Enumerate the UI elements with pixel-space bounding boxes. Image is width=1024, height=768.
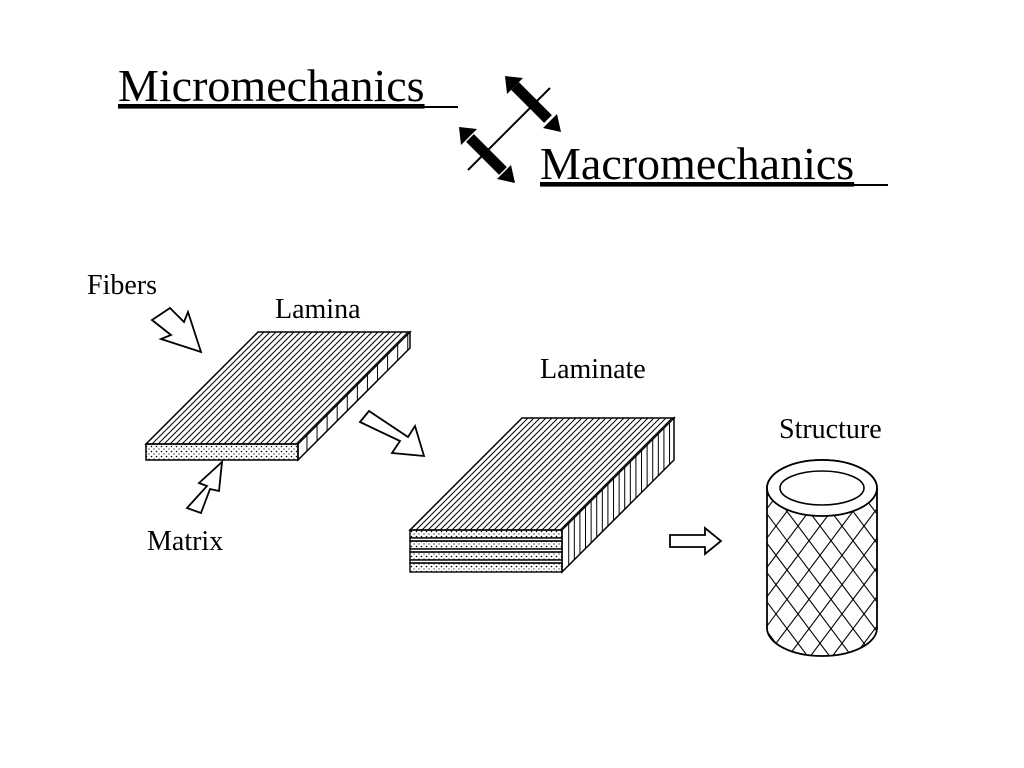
lamina-label: Lamina: [275, 294, 361, 325]
lamina-to-laminate-arrow-icon: [358, 409, 426, 458]
macromechanics-title: Macromechanics: [540, 138, 854, 189]
fibers-label: Fibers: [87, 270, 157, 301]
laminate-stack: [408, 416, 676, 574]
fibers-pointer-arrow-icon: [150, 306, 203, 354]
laminate-to-structure-arrow-icon: [669, 526, 723, 556]
laminate-label: Laminate: [540, 354, 646, 385]
matrix-pointer-arrow-icon: [185, 459, 224, 515]
matrix-label: Matrix: [147, 526, 223, 557]
structure-tube: [766, 459, 878, 657]
bidirectional-arrow-icon: [459, 76, 561, 183]
structure-label: Structure: [779, 414, 882, 445]
lamina-plate: [144, 330, 412, 462]
micromechanics-title: Micromechanics: [118, 60, 425, 111]
